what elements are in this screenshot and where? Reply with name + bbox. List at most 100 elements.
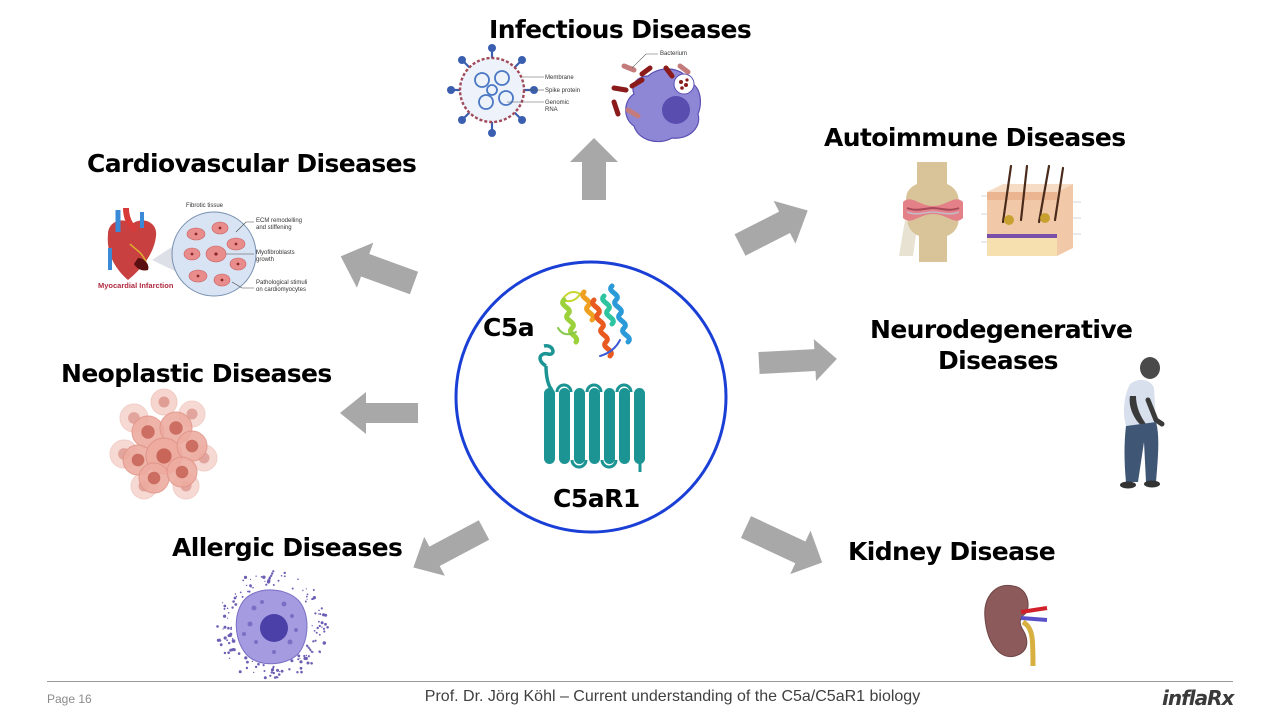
granule-dot	[228, 641, 231, 645]
granule-dot	[265, 583, 268, 586]
granule-dot	[279, 671, 281, 673]
granule-dot	[319, 613, 322, 616]
phagocyte-bacterium-icon: Bacterium	[611, 51, 701, 143]
granule-dot	[245, 666, 249, 670]
c5a-label: C5a	[483, 313, 535, 342]
granule-dot	[320, 607, 323, 610]
granule-dot	[273, 676, 277, 679]
granule-dot	[306, 661, 310, 665]
arrow-down-left-allergic	[413, 520, 490, 576]
inflarx-logo: inflaRx	[1162, 686, 1234, 710]
tumor-cell-nucleus	[131, 453, 145, 467]
tumor-cell-nucleus	[156, 448, 172, 464]
granule-dot	[307, 655, 310, 658]
granule-dot	[227, 651, 230, 654]
granule-dot	[264, 580, 266, 582]
granule-dot	[262, 664, 265, 667]
granule-dot	[249, 584, 252, 588]
granule-dot	[272, 671, 275, 675]
granule-dot	[245, 584, 248, 587]
granule-dot	[312, 640, 315, 643]
granule-dot	[231, 638, 234, 640]
granule-dot	[255, 575, 257, 577]
granule-dot	[290, 659, 294, 663]
granule-dot	[318, 609, 320, 612]
granule-dot	[232, 600, 235, 603]
granule-dot	[241, 595, 244, 598]
granule-dot	[312, 596, 316, 600]
heading-allergic-diseases: Allergic Diseases	[172, 533, 403, 562]
granule-dot	[270, 671, 273, 674]
granule-dot	[309, 649, 312, 651]
page-number: Page 16	[47, 692, 92, 706]
footer-divider	[47, 681, 1233, 682]
heart-caption: Myocardial Infarction	[98, 281, 174, 290]
granule-dot	[223, 614, 227, 618]
heading-infectious-diseases: Infectious Diseases	[489, 15, 752, 44]
granule-dot	[306, 598, 308, 600]
mast-cell-icon	[216, 570, 329, 680]
infectious-illustration: Membrane Spike protein Genomic RNA Bacte…	[447, 44, 742, 144]
granule-dot	[311, 625, 313, 627]
granule-dot	[296, 671, 299, 674]
virus-label-genomic: Genomic	[545, 100, 569, 106]
granule-dot	[247, 590, 249, 593]
granule-dot	[227, 617, 229, 619]
granule-dot	[222, 628, 224, 630]
granule-dot	[235, 595, 238, 598]
granule-dot	[232, 639, 236, 643]
granule-dot	[230, 626, 233, 629]
heading-neurodegenerative-line2: Diseases	[938, 346, 1059, 376]
granule-dot	[302, 589, 304, 592]
granule-dot	[222, 602, 224, 604]
granule-dot	[231, 606, 234, 609]
tumor-cell-nucleus	[169, 421, 183, 435]
granule-dot	[319, 651, 321, 654]
granule-dot	[223, 625, 227, 629]
granule-dot	[227, 626, 230, 630]
granule-dot	[270, 668, 275, 672]
granule-dot	[313, 630, 316, 632]
allergic-illustration	[214, 568, 329, 680]
logo-text-infla: infla	[1162, 686, 1208, 710]
granule-dot	[311, 651, 313, 653]
heading-kidney-disease: Kidney Disease	[848, 537, 1056, 566]
fibrotic-tissue-title: Fibrotic tissue	[186, 203, 224, 209]
granule-dot	[230, 628, 233, 630]
granule-dot	[318, 633, 321, 636]
granule-dot	[271, 572, 274, 575]
granule-dot	[306, 593, 309, 596]
granule-dot	[250, 578, 252, 580]
granule-dot	[219, 638, 221, 640]
granule-dot	[246, 660, 249, 664]
arrow-down-right-kidney	[740, 516, 823, 575]
footer-title: Prof. Dr. Jörg Köhl – Current understand…	[424, 688, 921, 705]
c5ar1-label: C5aR1	[553, 484, 640, 513]
granule-dot	[305, 588, 307, 590]
granule-dot	[299, 666, 303, 670]
arrow-right-neurodegenerative	[758, 339, 837, 382]
granule-dot	[257, 662, 260, 666]
granule-dot	[228, 657, 231, 660]
heading-neurodegenerative-line1: Neurodegenerative	[870, 315, 1133, 344]
granule-dot	[269, 674, 272, 677]
granule-dot	[300, 670, 303, 674]
autoimmune-illustration	[895, 162, 1105, 262]
granule-dot	[314, 639, 317, 642]
granule-dot	[254, 665, 258, 669]
granule-dot	[308, 647, 310, 649]
granule-dot	[314, 612, 317, 615]
elderly-person-icon	[1120, 357, 1165, 489]
granule-dot	[253, 671, 255, 674]
tumor-cell-nucleus	[185, 439, 199, 453]
callout-3-line2: on cardiomyocytes	[256, 287, 306, 293]
virus-icon: Membrane Spike protein Genomic RNA	[447, 44, 580, 137]
granule-dot	[227, 612, 230, 614]
skin-cross-section-icon	[981, 164, 1081, 256]
virus-label-spike-protein: Spike protein	[545, 88, 580, 94]
callout-1-line2: and stiffening	[256, 225, 292, 231]
granule-dot	[219, 643, 223, 647]
tumor-cells-icon	[109, 388, 218, 500]
